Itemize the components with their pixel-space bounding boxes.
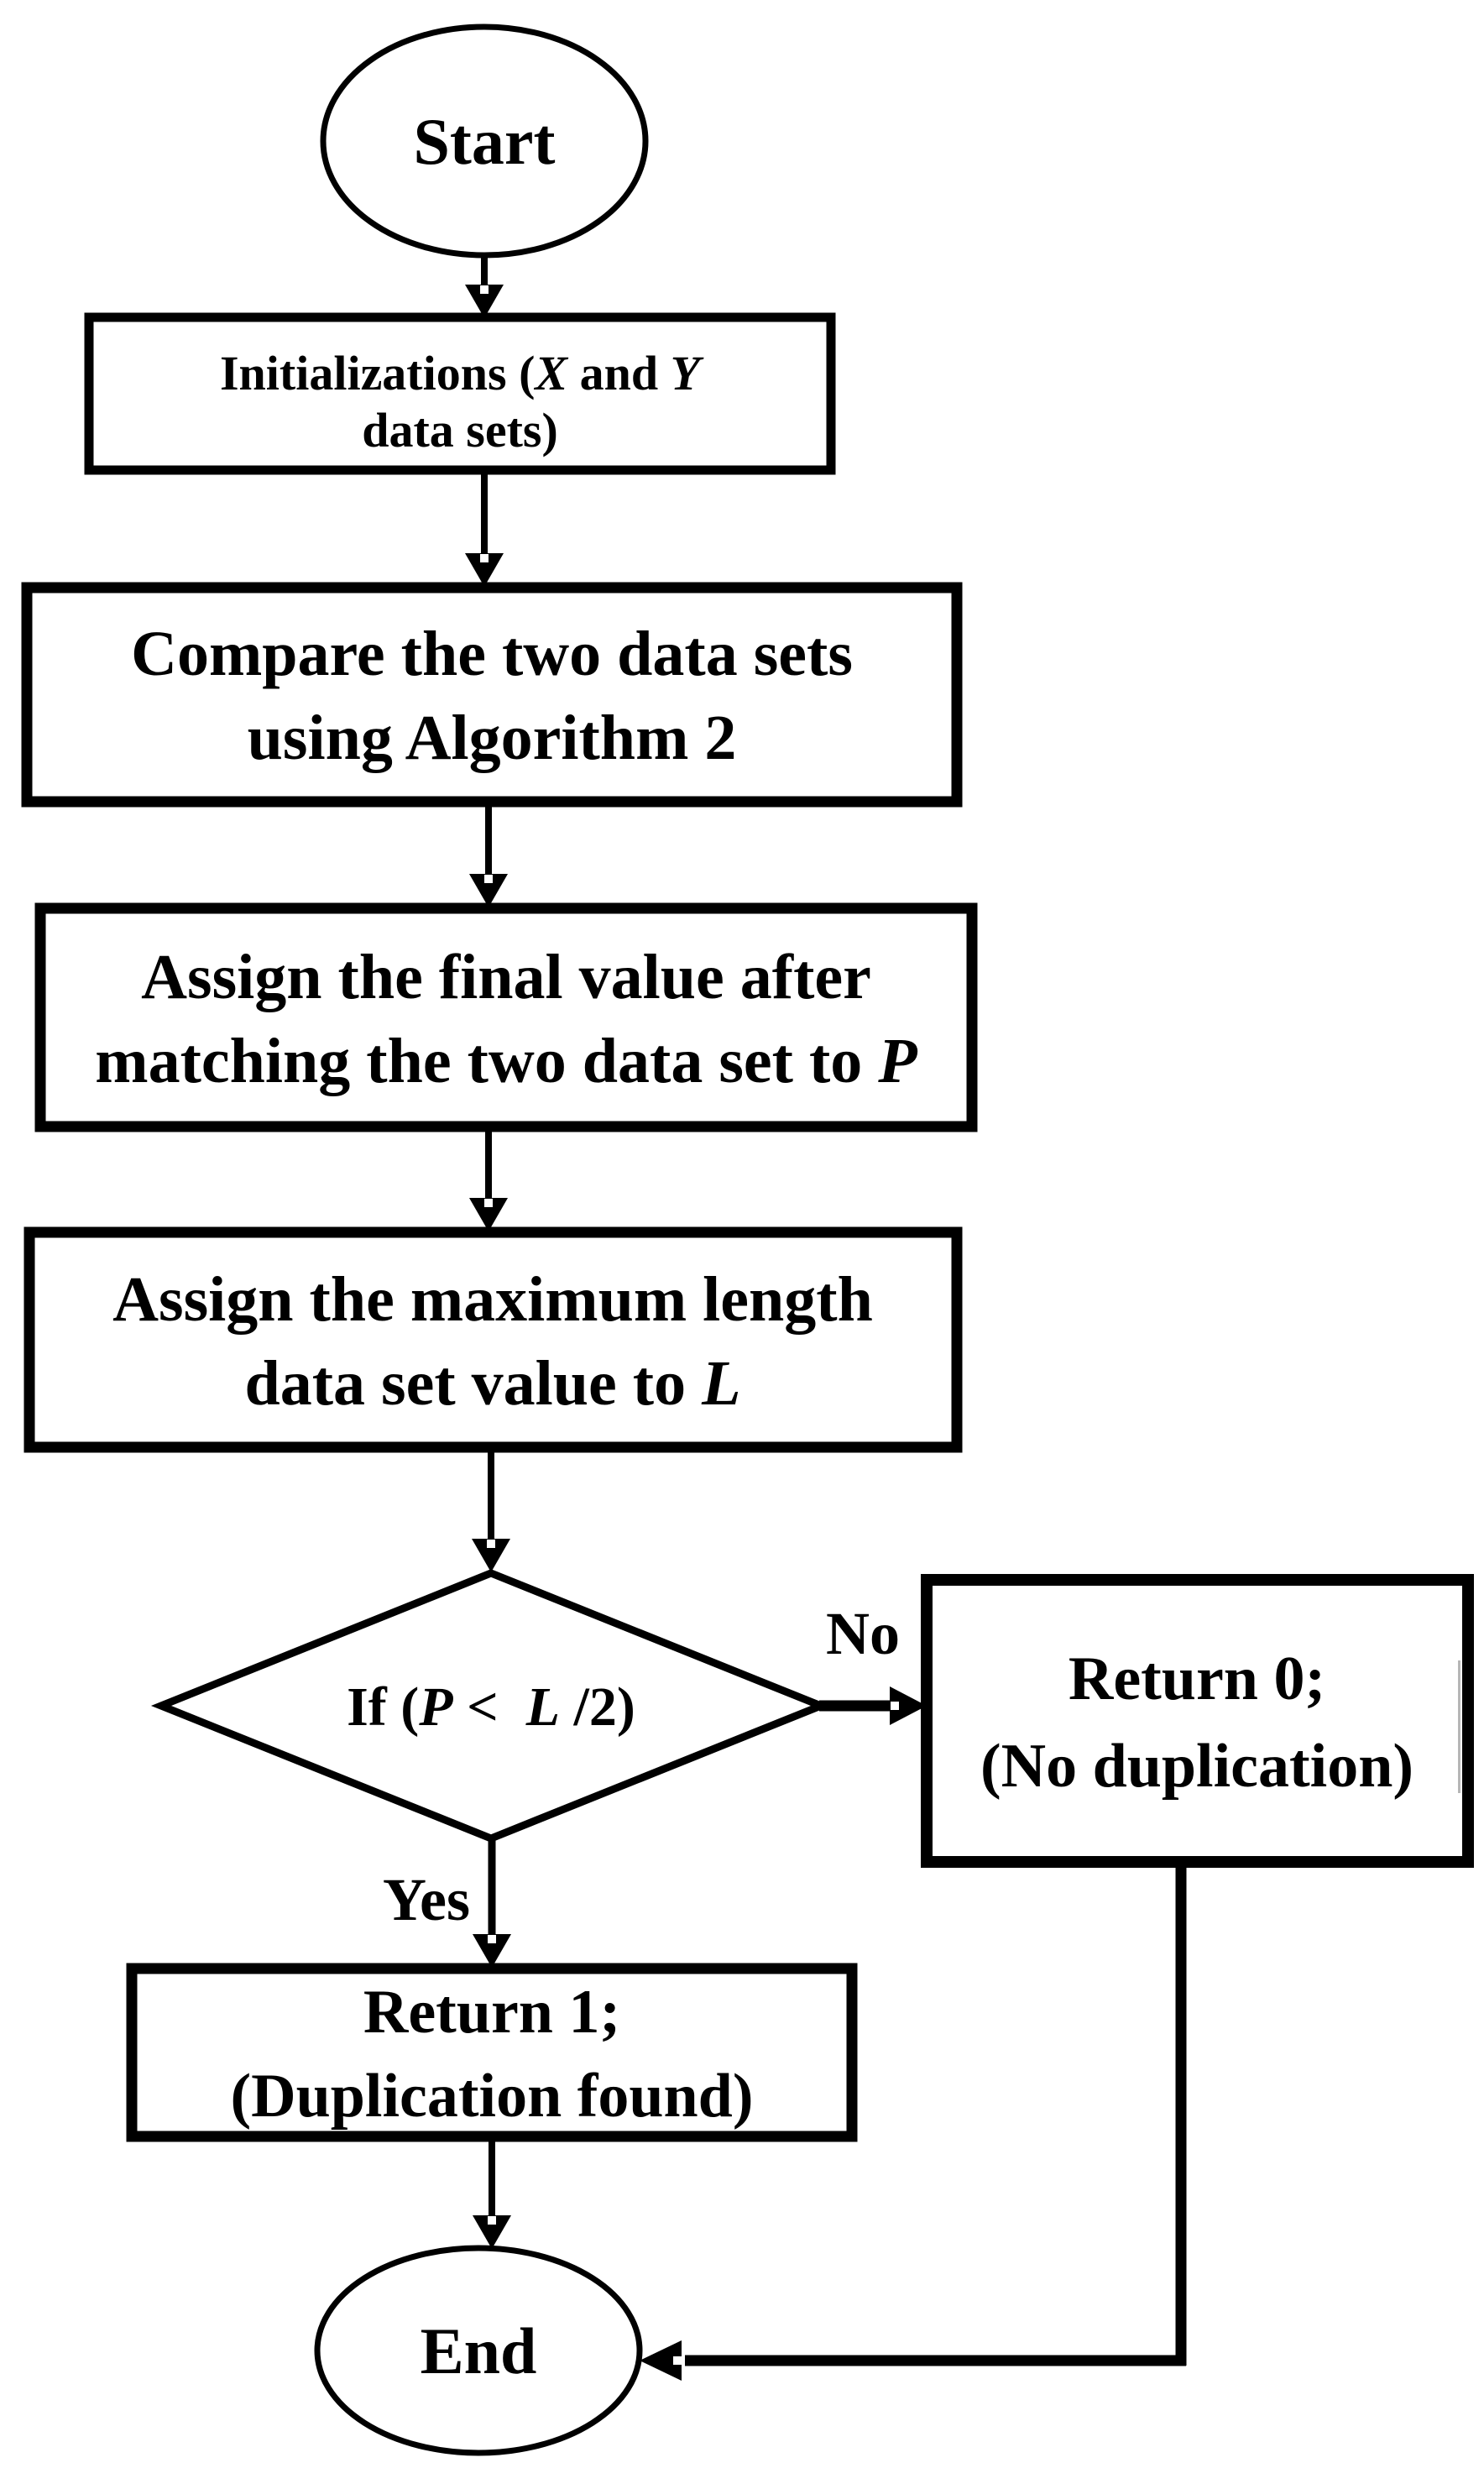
- return1-box: [126, 1963, 858, 2142]
- decision-diamond: If (P < L /2): [150, 1569, 832, 1843]
- arrowhead-down-icon: [472, 1539, 510, 1572]
- decision-label: If (P < L /2): [347, 1676, 635, 1738]
- assign-p-process: Assign the final value after matching th…: [34, 902, 978, 1132]
- assign-l-label-line2: data set value to L: [244, 1348, 740, 1419]
- return0-box: [921, 1574, 1474, 1868]
- scan-artifact-line: [1458, 1660, 1460, 1793]
- start-terminator: Start: [320, 24, 649, 259]
- assign-p-label-line2: matching the two data set to P: [95, 1026, 917, 1096]
- assign-l-label-line1: Assign the maximum length: [112, 1264, 873, 1335]
- return1-label-line2: (Duplication found): [231, 2062, 754, 2131]
- assign-l-process: Assign the maximum length data set value…: [24, 1226, 963, 1453]
- compare-box: [21, 582, 963, 808]
- arrow-assign-l-to-decision: [472, 1447, 510, 1572]
- arrow-return1-to-end: [473, 2136, 511, 2249]
- arrowhead-down-icon: [465, 285, 504, 318]
- return0-process: Return 0; (No duplication): [921, 1574, 1474, 1868]
- arrow-start-to-init: [465, 255, 504, 318]
- init-label-line2: data sets): [362, 403, 558, 458]
- return0-label-line2: (No duplication): [980, 1732, 1413, 1801]
- yes-branch-label: Yes: [383, 1866, 470, 1933]
- return0-label-line1: Return 0;: [1069, 1644, 1325, 1713]
- arrow-compare-to-assign-p: [469, 802, 508, 907]
- compare-label-line1: Compare the two data sets: [131, 619, 853, 689]
- return1-process: Return 1; (Duplication found): [126, 1963, 858, 2142]
- arrow-decision-to-return1: [473, 1840, 511, 1968]
- arrowhead-down-icon: [465, 553, 504, 587]
- arrowhead-left-icon: [640, 2340, 682, 2381]
- assign-p-box: [34, 902, 978, 1132]
- arrowhead-down-icon: [469, 1198, 508, 1231]
- compare-label-line2: using Algorithm 2: [248, 703, 737, 773]
- compare-process: Compare the two data sets using Algorith…: [21, 582, 963, 808]
- arrowhead-down-icon: [473, 2215, 511, 2249]
- arrow-assign-p-to-assign-l: [469, 1127, 508, 1231]
- connector-return0-to-end: [640, 1857, 1187, 2381]
- arrowhead-down-icon: [473, 1934, 511, 1968]
- decision-shape: [150, 1569, 832, 1843]
- init-process: Initializations (X and Y data sets): [84, 312, 836, 475]
- arrow-decision-to-return0: [819, 1686, 927, 1725]
- arrowhead-down-icon: [469, 874, 508, 907]
- arrow-init-to-compare: [465, 470, 504, 587]
- end-label: End: [421, 2314, 537, 2387]
- init-label-line1: Initializations (X and Y: [220, 346, 704, 400]
- arrowhead-right-icon: [890, 1686, 927, 1725]
- end-terminator: End: [314, 2245, 643, 2456]
- return1-label-line1: Return 1;: [363, 1978, 620, 2047]
- no-branch-label: No: [826, 1600, 900, 1667]
- assign-l-box: [24, 1226, 963, 1453]
- end-ellipse: [314, 2245, 643, 2456]
- start-label: Start: [414, 105, 556, 178]
- assign-p-label-line1: Assign the final value after: [141, 942, 871, 1012]
- init-box: [84, 312, 836, 475]
